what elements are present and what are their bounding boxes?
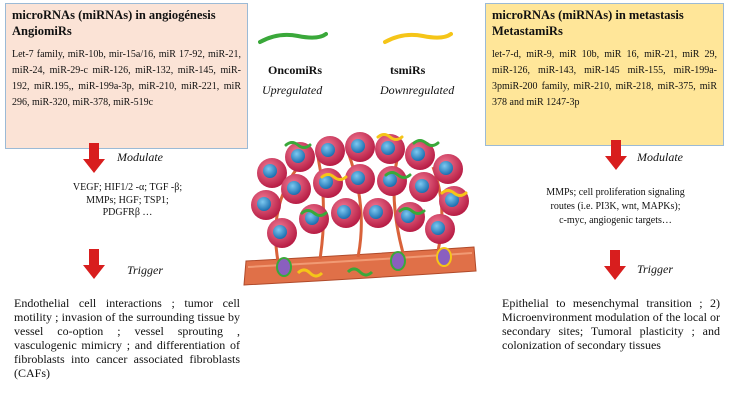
tumor-cell [315,136,345,166]
tumor-cell [409,172,439,202]
tumor-cell [345,132,375,162]
angiomirs-title: microRNAs (miRNAs) in angiogénesis Angio… [12,7,241,39]
tsmirs-line-icon [383,32,453,44]
metastamirs-title: microRNAs (miRNAs) in metastasis Metasta… [492,7,717,39]
right-trigger-label: Trigger [637,262,674,276]
tumor-cell [331,198,361,228]
metastamirs-list: let-7-d, miR-9, miR 10b, miR 16, miR-21,… [492,49,717,108]
metastasis-targets: MMPs; cell proliferation signaling route… [518,186,713,228]
tumor-cell [267,218,297,248]
tumor-cell [251,190,281,220]
tsmirs-label: tsmiRs [390,63,426,77]
angiogenic-targets: VEGF; HIF1/2 -α; TGF -β; MMPs; HGF; TSP1… [40,182,215,220]
tumor-cell [439,186,469,216]
tumor-cell [377,166,407,196]
metastamirs-title-line2: MetastamiRs [492,24,563,38]
tumor-cell [299,204,329,234]
right-modulate-arrow-icon [605,140,627,170]
tumor-vessel-illustration [243,132,477,286]
metastamirs-box: microRNAs (miRNAs) in metastasis Metasta… [485,3,724,146]
oncomirs-sublabel: Upregulated [262,83,323,97]
angiomirs-title-line1: microRNAs (miRNAs) in angiogénesis [12,8,216,22]
tumor-cell [363,198,393,228]
right-modulate-label: Modulate [637,150,683,164]
tumor-cell [395,202,425,232]
left-trigger-arrow-icon [83,249,105,279]
left-trigger-label: Trigger [127,263,164,277]
angiomirs-list: Let-7 family, miR-10b, mir-15a/16, miR 1… [12,49,241,108]
metastamirs-title-line1: microRNAs (miRNAs) in metastasis [492,8,684,22]
tumor-cell [281,174,311,204]
oncomirs-label: OncomiRs [268,63,322,77]
left-modulate-arrow-icon [83,143,105,173]
vessel-tsmir-strand [296,268,324,278]
metastasis-targets-line2: routes (i.e. PI3K, wnt, MAPKs); [550,201,681,212]
metastasis-targets-line3: c-myc, angiogenic targets… [559,215,672,226]
metastasis-outcome: Epithelial to mesenchymal transition ; 2… [502,296,720,352]
tumor-cell [285,142,315,172]
mirna-strands [284,133,468,217]
vessel-cells [276,247,452,277]
tumor-cell [375,134,405,164]
angiomirs-box: microRNAs (miRNAs) in angiogénesis Angio… [5,3,248,149]
left-modulate-label: Modulate [117,150,163,164]
tumor-cell [425,214,455,244]
tumor-cell [433,154,463,184]
metastasis-targets-line1: MMPs; cell proliferation signaling [546,187,685,198]
angiogenic-targets-line3: PDGFRβ … [102,207,153,218]
tumor-cell [257,158,287,188]
angiogenic-targets-line1: VEGF; HIF1/2 -α; TGF -β; [72,182,183,193]
angiogenesis-outcome: Endothelial cell interactions ; tumor ce… [14,296,240,380]
tumor-cell-cluster [251,132,469,248]
angiomirs-title-line2: AngiomiRs [12,24,72,38]
vessel-oncomir-strand [346,267,374,277]
tumor-cell [405,140,435,170]
angiogenic-targets-line2: MMPs; HGF; TSP1; [86,194,169,206]
oncomirs-line-icon [258,32,328,44]
tumor-cell [345,164,375,194]
tumor-cell [313,168,343,198]
tsmirs-sublabel: Downregulated [380,83,455,97]
right-trigger-arrow-icon [604,250,626,280]
